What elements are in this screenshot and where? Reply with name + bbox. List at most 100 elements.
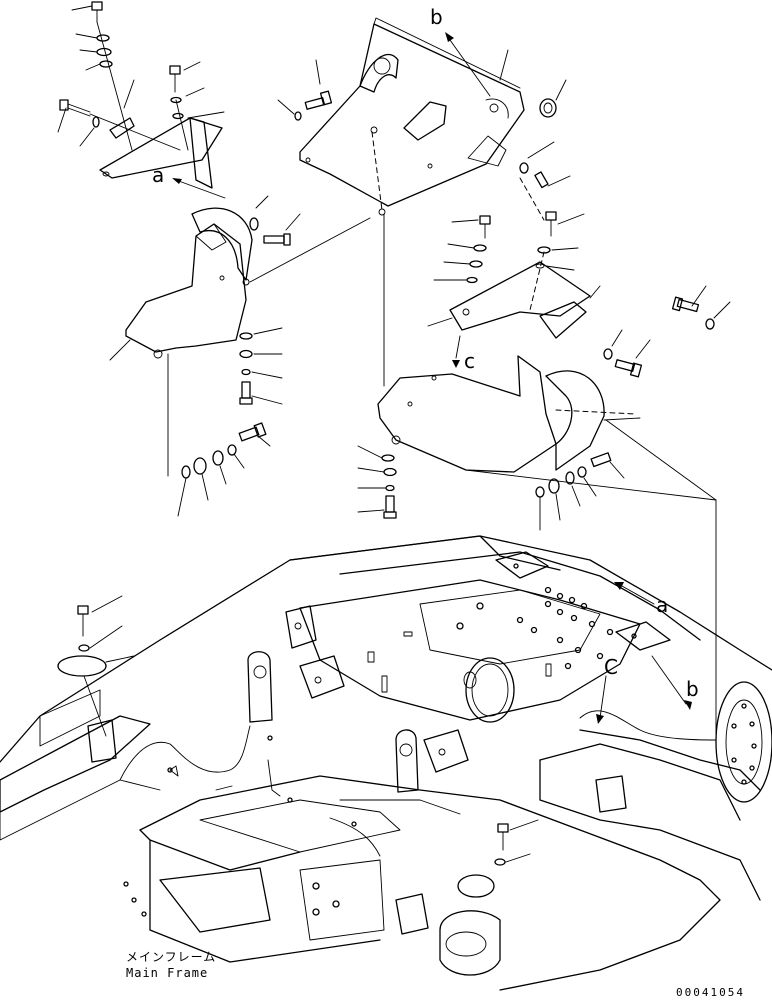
bolt-head <box>319 90 333 106</box>
washer <box>548 478 560 494</box>
boom-foot-bracket <box>395 729 419 793</box>
mount-pad <box>615 621 671 651</box>
washer <box>473 244 487 252</box>
callout-a-upper: a <box>152 163 164 187</box>
bolt-head <box>91 1 103 11</box>
clamp-block <box>595 775 627 813</box>
callout-c-lower: C <box>604 655 618 679</box>
curved-guard <box>545 370 605 471</box>
clamp-block <box>395 893 429 935</box>
lock-washer <box>99 60 113 68</box>
bolt <box>304 97 326 110</box>
washer <box>78 644 90 652</box>
bolt <box>385 495 395 513</box>
washer <box>92 116 100 128</box>
washer <box>565 471 575 485</box>
bracket-tab <box>539 301 587 339</box>
mount-block <box>423 729 469 773</box>
bolt <box>263 235 285 244</box>
mount-pad <box>495 551 549 579</box>
bolt-head <box>671 296 684 312</box>
bolt <box>676 298 700 313</box>
bolt-head <box>169 65 181 75</box>
frame-opening <box>465 657 515 723</box>
washer <box>603 348 613 360</box>
lock-washer <box>385 484 395 492</box>
washer <box>469 260 483 268</box>
washer <box>383 467 397 477</box>
washer <box>181 465 191 479</box>
washer <box>96 34 110 42</box>
washer <box>294 111 302 121</box>
bolt <box>238 426 260 442</box>
mount-bracket <box>285 605 317 649</box>
curved-guard <box>191 207 253 281</box>
washer <box>381 454 395 462</box>
document-number: 00041054 <box>676 986 745 999</box>
callout-c-upper: c <box>464 349 475 373</box>
bolt <box>241 381 251 399</box>
washer <box>96 47 112 57</box>
drain-cover <box>439 910 501 976</box>
washer <box>705 318 715 330</box>
cover-plate <box>57 655 107 677</box>
bolt-head <box>479 215 491 225</box>
main-frame-label-en: Main Frame <box>126 966 209 980</box>
washer <box>535 486 545 498</box>
washer <box>239 349 253 359</box>
callout-b-lower: b <box>686 677 699 701</box>
hose <box>579 710 717 741</box>
lock-washer <box>577 466 587 478</box>
bolt <box>534 171 549 189</box>
bolt-head <box>629 362 643 378</box>
bolt-head <box>239 397 253 405</box>
bolt-head <box>253 422 267 438</box>
washer <box>519 162 529 174</box>
frame-pocket <box>159 867 271 933</box>
bolt <box>590 452 612 468</box>
right-cover-plate <box>357 355 717 741</box>
upper-left-bracket-group <box>57 1 226 199</box>
mount-block <box>299 655 345 699</box>
cover-dome <box>359 53 399 93</box>
inspection-cover <box>457 874 495 898</box>
washer <box>172 112 184 120</box>
callout-a-lower: a <box>656 593 668 617</box>
bracket-plate <box>449 261 591 331</box>
right-upper-bracket-group <box>427 211 731 378</box>
clip <box>109 117 135 139</box>
bolt <box>614 359 636 372</box>
bolt-head <box>383 511 397 519</box>
bolt-head <box>283 233 291 246</box>
wedge-block <box>403 101 447 141</box>
washer <box>239 332 253 340</box>
boom-foot-bracket <box>247 651 273 723</box>
frame-callout-arrows <box>596 582 692 724</box>
top-center-cover <box>277 17 571 387</box>
left-small-cover-group <box>57 595 135 737</box>
swing-circle <box>715 681 772 803</box>
bracket-flange <box>189 117 213 189</box>
bracket-plate <box>99 117 223 179</box>
lock-washer <box>466 276 478 284</box>
washer <box>212 450 224 466</box>
lower-right-cover-group <box>494 819 539 866</box>
hose <box>119 725 251 781</box>
washer <box>494 858 506 866</box>
clamp-block <box>87 719 117 763</box>
main-frame-label-jp: メインフレーム <box>126 950 217 964</box>
washer <box>193 457 207 475</box>
left-cover-plate <box>109 195 371 517</box>
grommet <box>539 98 557 118</box>
callout-b-upper: b <box>430 5 443 29</box>
washer <box>249 217 259 231</box>
bolt-head <box>59 99 69 111</box>
main-frame <box>0 535 772 991</box>
lock-washer <box>241 368 251 376</box>
bolt-head <box>497 823 509 833</box>
bolt-head <box>545 211 557 221</box>
lock-washer <box>227 444 237 456</box>
washer <box>170 96 182 104</box>
bolt-head <box>77 605 89 615</box>
